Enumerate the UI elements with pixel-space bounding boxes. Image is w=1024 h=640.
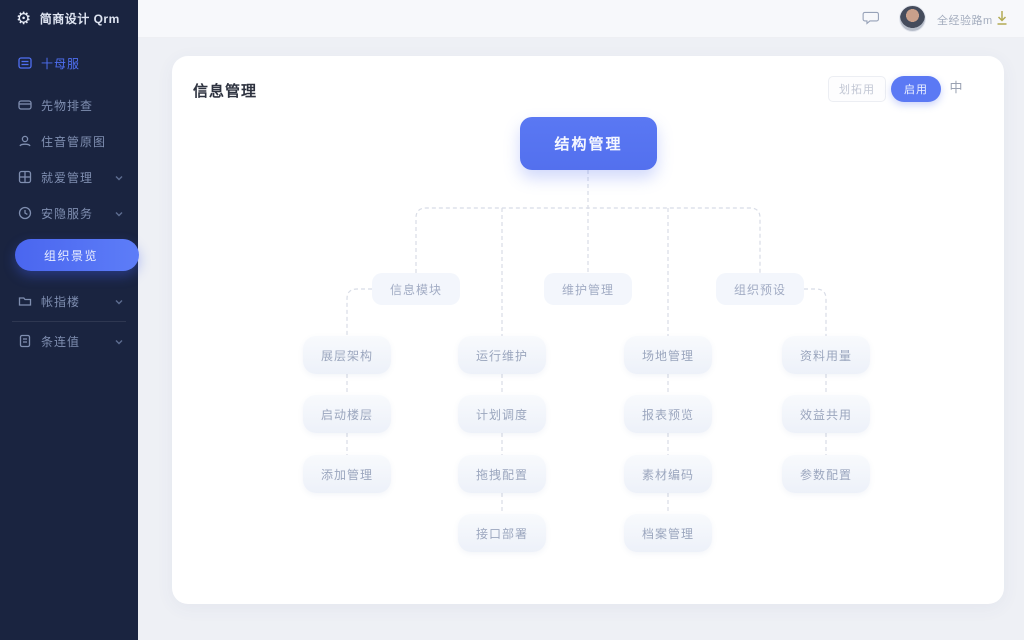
document-icon bbox=[18, 334, 32, 348]
sidebar-item-active[interactable]: 组织景览 bbox=[15, 239, 139, 271]
org-node-root[interactable]: 结构管理 bbox=[520, 117, 657, 170]
sidebar-item-label: 住音管原图 bbox=[41, 134, 107, 149]
user-icon bbox=[18, 134, 32, 148]
org-node-leaf[interactable]: 参数配置 bbox=[782, 455, 870, 493]
sidebar: ⚙ 简商设计 Qrm 十母服 先物排查 住音管原图 就爱管理 bbox=[0, 0, 139, 640]
sidebar-item-label: 组织景览 bbox=[44, 248, 99, 263]
org-node-group[interactable]: 组织预设 bbox=[716, 273, 804, 305]
sidebar-item-2[interactable]: 住音管原图 bbox=[0, 130, 138, 152]
sidebar-item-7[interactable]: 条连值 bbox=[0, 330, 138, 352]
chevron-down-icon bbox=[114, 208, 124, 218]
sidebar-item-6[interactable]: 帐指楼 bbox=[0, 290, 138, 312]
sidebar-item-label: 安隐服务 bbox=[41, 206, 94, 221]
org-node-leaf[interactable]: 拖拽配置 bbox=[458, 455, 546, 493]
username-text: 全经验路m bbox=[937, 15, 993, 27]
sidebar-item-4[interactable]: 安隐服务 bbox=[0, 202, 138, 224]
org-node-leaf[interactable]: 展层架构 bbox=[303, 336, 391, 374]
main-area: 信息管理 划拓用 启用 中 结构管理 bbox=[138, 38, 1024, 640]
org-node-leaf[interactable]: 档案管理 bbox=[624, 514, 712, 552]
user-avatar[interactable] bbox=[899, 5, 926, 32]
org-node-leaf[interactable]: 启动楼层 bbox=[303, 395, 391, 433]
list-icon bbox=[18, 56, 32, 70]
org-node-leaf[interactable]: 计划调度 bbox=[458, 395, 546, 433]
org-node-leaf[interactable]: 报表预览 bbox=[624, 395, 712, 433]
download-icon[interactable] bbox=[994, 9, 1010, 27]
sidebar-item-label: 条连值 bbox=[41, 334, 81, 349]
chevron-down-icon bbox=[114, 172, 124, 182]
clock-icon bbox=[18, 206, 32, 220]
org-node-leaf[interactable]: 接口部署 bbox=[458, 514, 546, 552]
connector-lines bbox=[346, 170, 827, 514]
sidebar-item-label: 先物排查 bbox=[41, 98, 94, 113]
sidebar-item-label: 就爱管理 bbox=[41, 170, 94, 185]
sidebar-item-3[interactable]: 就爱管理 bbox=[0, 166, 138, 188]
enable-button[interactable]: 启用 bbox=[891, 76, 941, 102]
app-logo: ⚙ 简商设计 Qrm bbox=[16, 10, 120, 27]
gear-logo-icon: ⚙ bbox=[16, 9, 32, 28]
chat-bubble-icon[interactable] bbox=[861, 9, 881, 29]
center-view-icon[interactable]: 中 bbox=[949, 80, 963, 95]
card-icon bbox=[18, 98, 32, 112]
topbar: 全经验路m bbox=[138, 0, 1024, 38]
org-node-leaf[interactable]: 效益共用 bbox=[782, 395, 870, 433]
sidebar-divider bbox=[12, 321, 126, 322]
page-title: 信息管理 bbox=[193, 83, 258, 100]
org-node-leaf[interactable]: 添加管理 bbox=[303, 455, 391, 493]
sidebar-item-0[interactable]: 十母服 bbox=[0, 52, 138, 74]
org-chart: 结构管理 信息模块 维护管理 组织预设 展层架构 启动楼层 添加管理 运行维护 … bbox=[172, 56, 1004, 604]
org-node-leaf[interactable]: 素材编码 bbox=[624, 455, 712, 493]
folder-icon bbox=[18, 294, 32, 308]
org-node-leaf[interactable]: 资料用量 bbox=[782, 336, 870, 374]
org-node-group[interactable]: 信息模块 bbox=[372, 273, 460, 305]
org-node-group[interactable]: 维护管理 bbox=[544, 273, 632, 305]
chevron-down-icon bbox=[114, 296, 124, 306]
sidebar-item-1[interactable]: 先物排查 bbox=[0, 94, 138, 116]
app-title: 简商设计 Qrm bbox=[39, 12, 120, 26]
content-card: 信息管理 划拓用 启用 中 结构管理 bbox=[172, 56, 1004, 604]
view-toggle-button[interactable]: 划拓用 bbox=[828, 76, 886, 102]
sidebar-item-label: 十母服 bbox=[41, 56, 81, 71]
org-node-leaf[interactable]: 运行维护 bbox=[458, 336, 546, 374]
org-node-leaf[interactable]: 场地管理 bbox=[624, 336, 712, 374]
sidebar-item-label: 帐指楼 bbox=[41, 294, 81, 309]
grid-icon bbox=[18, 170, 32, 184]
chevron-down-icon bbox=[114, 336, 124, 346]
